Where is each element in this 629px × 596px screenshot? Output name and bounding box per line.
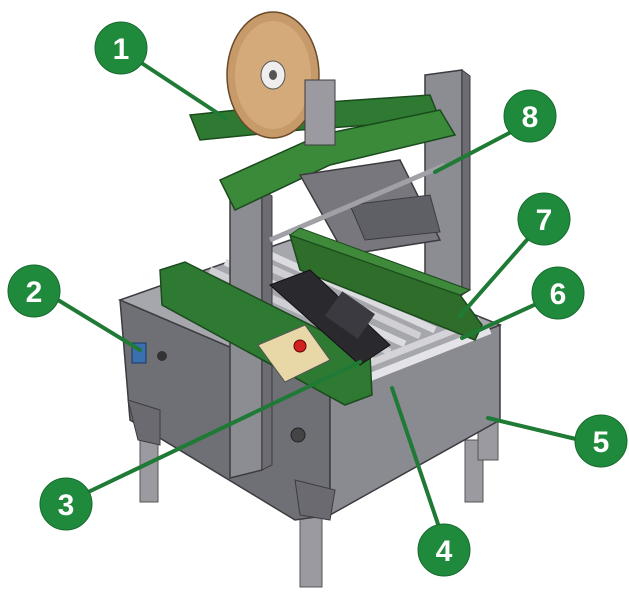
leader-line-6 (460, 298, 547, 340)
callout-label: 2 (26, 276, 43, 309)
callout-label: 3 (58, 489, 75, 522)
callout-4: 4 (417, 523, 471, 577)
callout-label: 7 (536, 204, 553, 237)
leader-line-8 (433, 128, 517, 174)
callout-label: 5 (593, 426, 610, 459)
lower-head-detail (325, 291, 375, 339)
leader-line-2 (56, 298, 142, 352)
base-knob (290, 427, 306, 443)
upper-tape-head-plate (349, 194, 441, 241)
tape-roll (226, 11, 320, 139)
leg-front-mid (299, 514, 323, 588)
leader-line-7 (458, 223, 542, 318)
leader-line-4 (390, 386, 442, 532)
leader-line-5 (486, 416, 582, 442)
skirt-front (294, 479, 336, 521)
tape-holder (304, 79, 336, 146)
machine-illustration (117, 11, 503, 588)
callout-8: 8 (503, 89, 557, 143)
callout-label: 4 (436, 535, 453, 568)
callout-label: 6 (550, 278, 567, 311)
callout-7: 7 (517, 192, 571, 246)
side-belt-rail-left (159, 261, 373, 406)
leader-line-1 (138, 60, 227, 120)
callout-2: 2 (7, 264, 61, 318)
support-rod (269, 162, 446, 243)
post-back-right-side (461, 69, 471, 296)
callout-3: 3 (39, 477, 93, 531)
skirt-left (127, 399, 161, 446)
callout-5: 5 (574, 414, 628, 468)
side-belt-rail-right-top (288, 227, 472, 296)
emergency-stop-icon (293, 339, 307, 353)
leg-front-left (139, 439, 159, 503)
callout-label: 8 (522, 101, 539, 134)
callout-1: 1 (94, 21, 148, 75)
callout-label: 1 (113, 33, 130, 66)
control-panel (257, 324, 331, 383)
leader-lines (56, 60, 582, 532)
callout-6: 6 (531, 266, 585, 320)
leader-line-3 (80, 360, 362, 497)
